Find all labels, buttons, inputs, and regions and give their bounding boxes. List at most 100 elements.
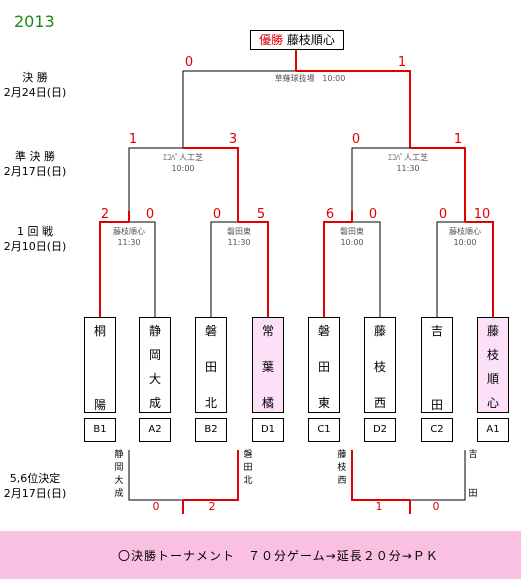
team-char: 吉: [430, 324, 443, 338]
seed-code: D1: [252, 418, 284, 442]
team-box-a1[interactable]: 藤 枝 順 心: [477, 317, 509, 413]
team-char: 藤: [486, 324, 499, 338]
team-char: 順: [486, 372, 499, 386]
venue-time: 11:30: [396, 164, 420, 173]
semi2-right-arm: [410, 147, 466, 211]
round-label-fifth: 5,6位決定 2月17日(日): [0, 471, 70, 501]
semi2-score-right: 1: [453, 132, 463, 147]
r1m4-score-left: 0: [438, 207, 448, 222]
team-char: 磐: [317, 324, 330, 338]
venue-time: 10:00: [453, 238, 477, 247]
place1-right-arm: [183, 450, 239, 501]
champion-box: 優勝 藤枝順心: [250, 30, 344, 50]
team-char: 田: [317, 360, 330, 374]
team-box-d2[interactable]: 藤 枝 西: [364, 317, 396, 413]
team-char: 枝: [337, 463, 347, 473]
round-date: 2月17日(日): [3, 487, 67, 500]
team-char: 枝: [373, 360, 386, 374]
round-date: 2月10日(日): [3, 240, 67, 253]
team-box-a2[interactable]: 静 岡 大 成: [139, 317, 171, 413]
venue-name: 草薙球技場: [274, 74, 315, 83]
r1m2-score-right: 5: [256, 207, 266, 222]
r1m1-venue: 藤枝順心 11:30: [89, 226, 169, 248]
team-char: 田: [204, 360, 217, 374]
r1m2-venue: 磐田東 11:30: [199, 226, 279, 248]
team-char: 岡: [114, 463, 124, 473]
team-box-b1[interactable]: 桐 陽: [84, 317, 116, 413]
team-box-c1[interactable]: 磐 田 東: [308, 317, 340, 413]
r1m2-right-arm: [238, 221, 269, 317]
semi1-right-arm: [183, 147, 239, 211]
round-label-semi: 準 決 勝 2月17日(日): [0, 149, 70, 179]
team-char: 田: [468, 489, 478, 499]
semi2-left-arm: [351, 147, 410, 211]
team-char: 田: [243, 463, 253, 473]
seed-code: A1: [477, 418, 509, 442]
place2-team-a: 藤 枝 西: [335, 449, 349, 488]
r1m2-score-left: 0: [212, 207, 222, 222]
semi2-score-left: 0: [351, 132, 361, 147]
final-right-arm: [296, 70, 411, 148]
place1-score-right: 2: [208, 500, 216, 513]
r1m4-venue: 藤枝順心 10:00: [425, 226, 505, 248]
team-box-d1[interactable]: 常 葉 橘: [252, 317, 284, 413]
seed-code: C2: [421, 418, 453, 442]
team-char: 北: [204, 396, 217, 410]
team-char: 桐: [93, 324, 106, 338]
team-char: 東: [317, 396, 330, 410]
round-label-first: 1 回 戦 2月10日(日): [0, 224, 70, 254]
place2-team-b: 吉 田: [466, 449, 480, 501]
r1m1-score-left: 2: [100, 207, 110, 222]
team-char: 大: [114, 476, 124, 486]
venue-name: ｴｺﾊﾟ人工芝: [388, 153, 428, 162]
team-char: 陽: [93, 398, 106, 412]
venue-time: 11:30: [227, 238, 251, 247]
round-date: 2月17日(日): [3, 165, 67, 178]
r1m1-right-arm: [129, 221, 156, 317]
r1m1-left-arm: [99, 221, 129, 317]
spacer: [466, 462, 480, 488]
team-char: 田: [430, 398, 443, 412]
final-left-arm: [182, 70, 296, 148]
r1m4-left-arm: [436, 221, 465, 317]
place1-team-a: 静 岡 大 成: [112, 449, 126, 501]
seed-code: B2: [195, 418, 227, 442]
semi1-venue: ｴｺﾊﾟ人工芝 10:00: [143, 152, 223, 174]
final-score-right: 1: [397, 55, 407, 70]
round-name: 準 決 勝: [15, 150, 55, 163]
team-char: 岡: [148, 348, 161, 362]
team-char: 北: [243, 476, 253, 486]
team-char: 橘: [261, 396, 274, 410]
place1-team-b: 磐 田 北: [241, 449, 255, 488]
team-box-c2[interactable]: 吉 田: [421, 317, 453, 413]
final-score-left: 0: [184, 55, 194, 70]
venue-name: 磐田東: [227, 227, 251, 236]
team-box-b2[interactable]: 磐 田 北: [195, 317, 227, 413]
place2-right-arm: [410, 450, 466, 501]
semi2-venue: ｴｺﾊﾟ人工芝 11:30: [368, 152, 448, 174]
team-char: 成: [114, 489, 124, 499]
team-char: 心: [486, 396, 499, 410]
round-name: 決 勝: [22, 71, 48, 84]
venue-name: 藤枝順心: [113, 227, 145, 236]
team-char: 常: [261, 324, 274, 338]
round-label-final: 決 勝 2月24日(日): [0, 70, 70, 100]
champion-prefix: 優勝: [259, 33, 284, 47]
team-char: 西: [373, 396, 386, 410]
r1m1-score-right: 0: [145, 207, 155, 222]
venue-time: 10:00: [340, 238, 364, 247]
team-char: 藤: [337, 450, 347, 460]
year-title: 2013: [14, 12, 55, 31]
r1m3-left-arm: [323, 221, 352, 317]
round-name: 1 回 戦: [17, 225, 53, 238]
champion-name: 藤枝順心: [286, 33, 335, 47]
r1m3-right-arm: [352, 221, 381, 317]
place2-score-left: 1: [375, 500, 383, 513]
r1m3-venue: 磐田東 10:00: [312, 226, 392, 248]
r1m4-score-right: 10: [473, 207, 491, 222]
team-char: 静: [148, 324, 161, 338]
r1m2-left-arm: [210, 221, 238, 317]
semi1-left-arm: [128, 147, 183, 211]
team-char: 大: [148, 372, 161, 386]
